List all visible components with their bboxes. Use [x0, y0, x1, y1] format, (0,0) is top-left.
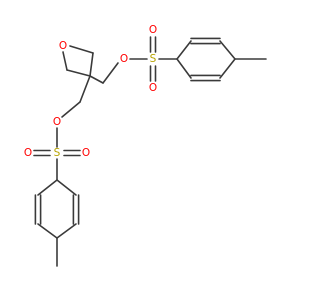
benzene-lower-bond	[37, 179, 58, 196]
ring-bond	[62, 51, 68, 71]
atom-sulfonyl-oxygen-upper-top: O	[149, 24, 157, 36]
benzene-lower-bond	[37, 223, 58, 239]
atom-sulfur-lower: S	[54, 147, 61, 159]
ring-bond	[66, 69, 91, 77]
ring-bond	[89, 52, 94, 77]
benzene-upper-bond	[219, 40, 236, 60]
benzene-upper-bond	[176, 58, 192, 79]
ring-bond	[69, 45, 94, 54]
benzene-upper-bond	[219, 58, 236, 79]
bond-ch2-oxygen-lower	[61, 101, 81, 118]
chemical-structure-diagram: O O S O O O S O O	[24, 24, 267, 267]
atom-ether-oxygen-upper: O	[120, 53, 128, 65]
benzene-upper-bond	[176, 40, 192, 60]
bond-quaternary-ch2-lower	[79, 75, 91, 103]
bond-quaternary-ch2-upper	[89, 75, 104, 84]
benzene-lower-bond	[56, 179, 77, 196]
atom-sulfonyl-oxygen-upper-bottom: O	[149, 82, 157, 94]
bond-ch2-oxygen-upper	[102, 62, 119, 84]
atom-ether-oxygen-lower: O	[53, 116, 61, 128]
bond-lines	[33, 36, 267, 267]
atom-sulfonyl-oxygen-lower-right: O	[82, 147, 90, 159]
atom-sulfur-upper: S	[150, 53, 157, 65]
atom-sulfonyl-oxygen-lower-left: O	[24, 147, 32, 159]
atom-oxetane-oxygen: O	[59, 40, 67, 52]
benzene-lower-bond	[56, 223, 77, 239]
